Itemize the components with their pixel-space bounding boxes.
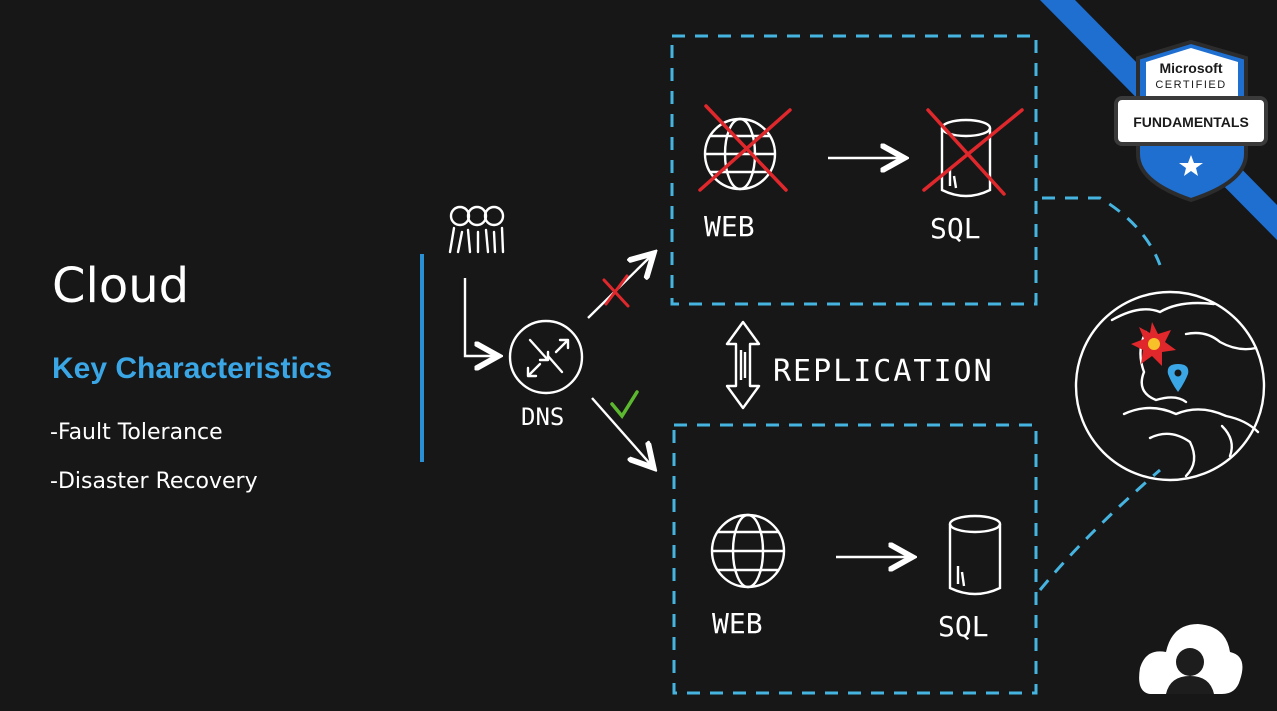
dns-router-icon xyxy=(508,319,584,395)
secondary-web-label: WEB xyxy=(712,607,763,640)
sql-failure-cross xyxy=(922,108,1024,196)
bullet-disaster-recovery: -Disaster Recovery xyxy=(50,469,258,494)
primary-sql-label: SQL xyxy=(930,212,981,245)
users-icon xyxy=(448,205,505,254)
certification-badge xyxy=(1114,39,1268,203)
badge-line-fundamentals: FUNDAMENTALS xyxy=(1133,114,1249,130)
replication-arrow-icon xyxy=(725,320,761,410)
database-icon xyxy=(948,514,1002,596)
world-map-icon xyxy=(1074,290,1266,482)
badge-line-certified: CERTIFIED xyxy=(1155,79,1226,91)
globe-icon xyxy=(710,513,786,589)
cloud-avatar-icon xyxy=(1139,624,1243,694)
badge-line-microsoft: Microsoft xyxy=(1160,60,1223,76)
region-link-bottom xyxy=(1038,468,1161,591)
success-check-mark xyxy=(610,390,639,419)
secondary-region-box xyxy=(672,423,1038,695)
vertical-divider xyxy=(420,254,424,462)
bullet-list: -Fault Tolerance -Disaster Recovery xyxy=(50,420,258,518)
dns-label: DNS xyxy=(521,403,564,431)
secondary-sql-label: SQL xyxy=(938,610,989,643)
dns-to-secondary-arrow xyxy=(591,397,652,466)
primary-region-box xyxy=(670,34,1038,306)
primary-web-label: WEB xyxy=(704,210,755,243)
slide-subtitle: Key Characteristics xyxy=(52,352,333,385)
replication-label: REPLICATION xyxy=(773,354,994,389)
location-pin-icon xyxy=(1167,364,1189,392)
bullet-fault-tolerance: -Fault Tolerance xyxy=(50,420,223,445)
fail-x-mark xyxy=(602,274,630,308)
users-to-dns-arrow xyxy=(463,278,496,356)
region-link-top xyxy=(1042,196,1162,266)
star-icon xyxy=(1179,155,1203,176)
web-failure-cross xyxy=(698,104,792,192)
failure-burst-icon xyxy=(1131,322,1176,366)
slide-title: Cloud xyxy=(52,258,190,314)
